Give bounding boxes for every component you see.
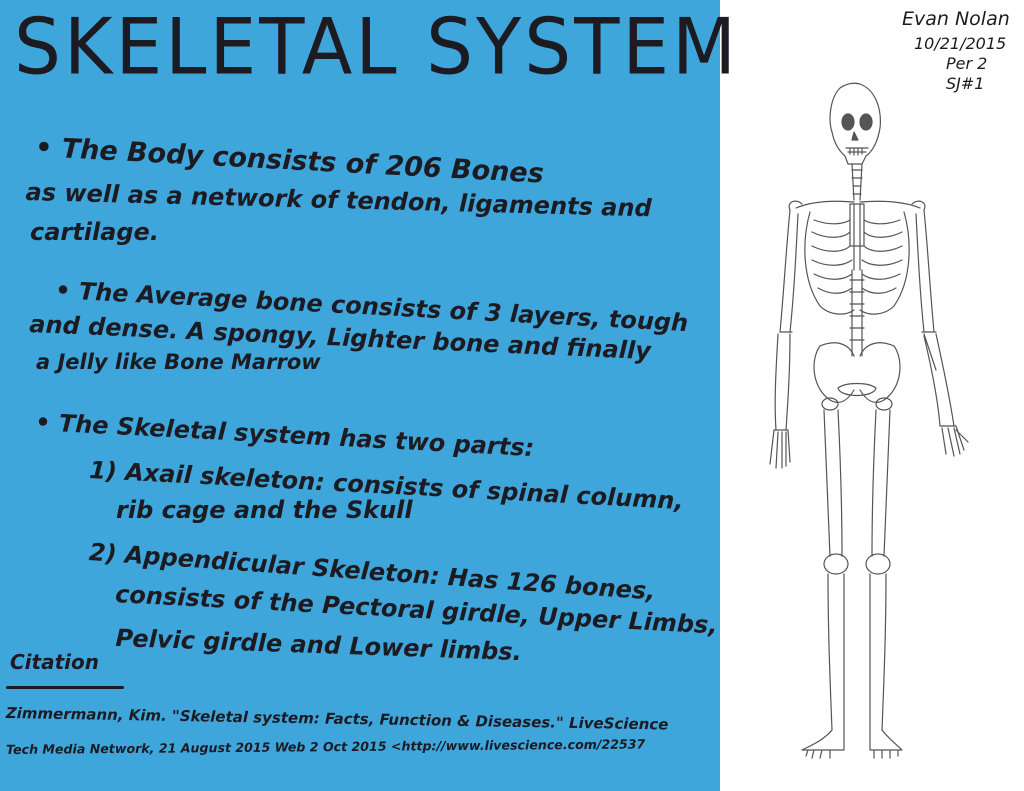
blue-poster-paper [0,0,720,791]
paper-edge [0,0,720,791]
bullet-2-line-3: a Jelly like Bone Marrow [36,350,321,374]
bullet-1-line-3: cartilage. [30,218,159,246]
bullet-3-item-1-line-2: rib cage and the Skull [116,496,413,524]
skeleton-drawing [769,82,969,759]
poster-title: SKELETAL SYSTEM [14,2,740,93]
period-label: Per 2 [946,54,988,73]
citation-heading: Citation [10,650,99,674]
citation-underline [6,686,124,689]
student-name: Evan Nolan [902,8,1010,30]
assignment-label: SJ#1 [946,74,985,93]
date-label: 10/21/2015 [914,34,1007,53]
